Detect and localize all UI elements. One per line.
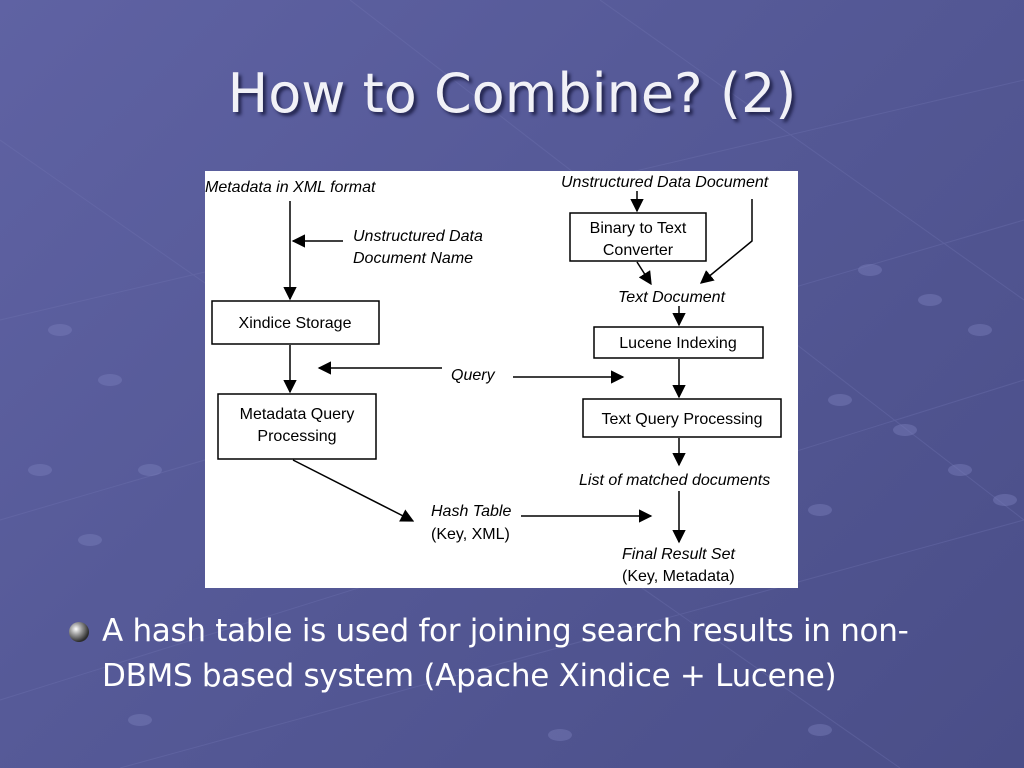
arrow-doc-to-text — [699, 199, 753, 284]
label-text-document: Text Document — [618, 289, 726, 306]
label-final-result-1: Final Result Set — [622, 546, 735, 563]
arrow-mquery-to-hash — [292, 459, 415, 522]
label-unstructured-name-2: Document Name — [353, 250, 473, 267]
architecture-diagram: Metadata in XML format Unstructured Data… — [205, 171, 798, 588]
box-xindice-label: Xindice Storage — [239, 315, 352, 332]
box-binary-converter — [569, 212, 707, 262]
label-query: Query — [451, 367, 496, 384]
box-xindice-storage — [211, 300, 380, 345]
label-hash-table-2: (Key, XML) — [431, 526, 510, 543]
arrow-converter-to-text — [636, 261, 652, 286]
box-metadata-query — [217, 393, 377, 460]
bullet-icon — [69, 622, 89, 642]
box-metadata-query-label-2: Processing — [257, 428, 336, 445]
label-unstructured-name-1: Unstructured Data — [353, 228, 483, 245]
box-text-query-label: Text Query Processing — [602, 411, 763, 428]
label-hash-table-1: Hash Table — [431, 503, 511, 520]
label-list-matched: List of matched documents — [579, 472, 770, 489]
box-binary-label-2: Converter — [603, 242, 674, 259]
box-binary-label-1: Binary to Text — [590, 220, 687, 237]
label-unstructured-doc: Unstructured Data Document — [561, 174, 769, 191]
box-metadata-query-label-1: Metadata Query — [240, 406, 355, 423]
diagram-canvas: Metadata in XML format Unstructured Data… — [205, 174, 782, 585]
bullet-text: A hash table is used for joining search … — [102, 613, 909, 694]
label-metadata-xml: Metadata in XML format — [205, 179, 376, 196]
box-lucene-indexing — [593, 326, 764, 359]
box-lucene-label: Lucene Indexing — [619, 335, 736, 352]
label-final-result-2: (Key, Metadata) — [622, 568, 735, 585]
box-text-query — [582, 398, 782, 438]
slide-title: How to Combine? (2) — [227, 62, 797, 125]
